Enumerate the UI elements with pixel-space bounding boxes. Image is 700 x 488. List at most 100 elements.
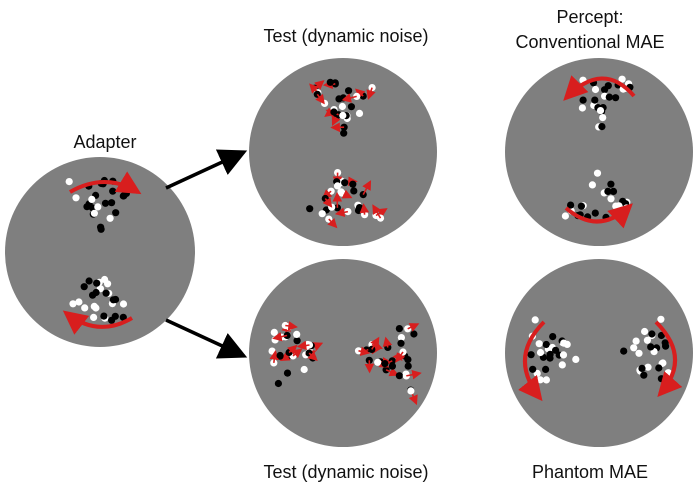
noise-motion-arrow (327, 217, 338, 229)
white-dot (531, 316, 539, 324)
noise-motion-arrow (370, 336, 380, 350)
black-dot (601, 86, 609, 94)
white-dot (72, 194, 80, 202)
curved-motion-arrow (518, 320, 546, 402)
noise-motion-arrow (322, 197, 333, 208)
black-dot (640, 371, 648, 379)
white-dot (536, 376, 544, 384)
noise-motion-arrow (334, 207, 349, 217)
white-dot (561, 212, 570, 220)
black-dot (609, 187, 618, 195)
noise-motion-arrow (279, 352, 291, 361)
black-dot (350, 187, 358, 195)
noise-motion-arrow (341, 93, 357, 103)
noise-motion-arrow (406, 370, 422, 380)
white-dot (632, 337, 640, 345)
test-bottom-label: Test (dynamic noise) (263, 462, 429, 482)
black-dot (404, 362, 412, 370)
black-dot (335, 95, 343, 103)
black-dot (326, 78, 334, 86)
black-dot (577, 202, 586, 210)
white-dot (572, 355, 580, 363)
black-dot (89, 291, 97, 299)
white-dot (339, 111, 347, 120)
white-dot (338, 102, 346, 111)
white-dot (578, 104, 587, 112)
black-dot (604, 187, 612, 195)
black-dot (552, 346, 560, 354)
black-dot (567, 201, 575, 209)
black-dot (410, 330, 418, 338)
dot-field-test-bottom (268, 321, 422, 406)
curved-motion-arrow (564, 203, 633, 229)
black-dot (83, 203, 91, 211)
black-dot (341, 179, 349, 187)
black-dot (607, 180, 615, 188)
white-dot (106, 214, 114, 222)
white-dot (104, 280, 112, 288)
disc-test-bottom (249, 259, 437, 447)
noise-motion-arrow (269, 350, 280, 364)
noise-motion-arrow (315, 93, 325, 105)
noise-motion-arrow (372, 204, 382, 219)
black-dot (119, 192, 127, 200)
black-dot (100, 312, 108, 320)
black-dot (274, 379, 282, 388)
black-dot (605, 93, 613, 101)
white-dot (607, 195, 615, 203)
black-dot (345, 87, 353, 95)
disc-percept-conventional (505, 58, 693, 246)
white-dot (94, 203, 102, 211)
black-dot (101, 199, 110, 207)
black-dot (549, 333, 557, 341)
white-dot (644, 363, 652, 371)
black-dot (662, 342, 670, 350)
white-dot (599, 114, 607, 122)
black-dot (529, 365, 537, 373)
black-dot (97, 223, 105, 231)
black-dot (657, 375, 666, 383)
black-dot (85, 277, 93, 285)
black-dot (655, 364, 663, 372)
noise-motion-arrow (307, 350, 318, 361)
white-dot (337, 188, 345, 196)
white-dot (90, 313, 98, 321)
white-dot (630, 344, 638, 352)
white-dot (88, 195, 96, 203)
disc-adapter (5, 157, 195, 347)
black-dot (591, 96, 599, 104)
test-top-label: Test (dynamic noise) (263, 26, 429, 46)
white-dot (293, 330, 301, 338)
black-dot (591, 209, 599, 217)
black-dot (657, 331, 666, 340)
black-dot (349, 180, 357, 188)
white-dot (69, 300, 77, 308)
black-dot (620, 347, 628, 355)
noise-motion-arrow (358, 346, 371, 356)
white-dot (591, 85, 600, 94)
white-dot (119, 300, 128, 308)
black-dot (527, 351, 535, 359)
noise-motion-arrow (285, 321, 298, 331)
black-dot (80, 283, 88, 291)
white-dot (318, 210, 326, 218)
white-dot (559, 351, 568, 359)
white-dot (615, 202, 623, 210)
black-dot (542, 365, 550, 373)
white-dot (81, 304, 89, 312)
dot-field-percept-phantom (527, 315, 672, 392)
white-dot (397, 334, 405, 342)
black-dot (293, 337, 301, 345)
white-dot (558, 361, 566, 369)
black-dot (108, 316, 116, 324)
disc-test-top (249, 58, 437, 246)
noise-motion-arrow (359, 203, 370, 215)
black-dot (395, 372, 403, 380)
noise-motion-arrow (272, 331, 288, 342)
curved-motion-arrow (62, 310, 134, 335)
black-dot (119, 313, 127, 321)
dot-field-test-top (306, 78, 388, 229)
black-dot (112, 209, 120, 217)
disc-percept-phantom (505, 259, 693, 447)
